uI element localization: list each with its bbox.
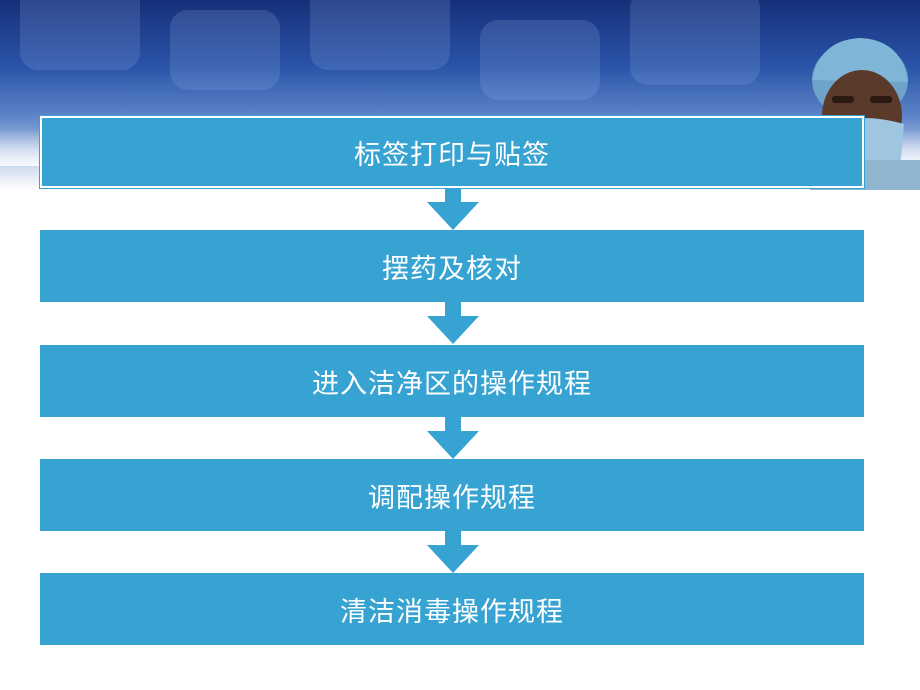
banner-tile [480, 20, 600, 100]
down-arrow-icon [427, 417, 479, 459]
flow-step-label: 调配操作规程 [368, 482, 536, 514]
flow-step-1: 标签打印与贴签 [40, 116, 864, 188]
down-arrow-icon [427, 188, 479, 230]
banner-tile [310, 0, 450, 70]
flow-step-3: 进入洁净区的操作规程 [40, 345, 864, 417]
flow-step-label: 清洁消毒操作规程 [340, 596, 564, 628]
banner-tile [630, 0, 760, 85]
flow-step-5: 清洁消毒操作规程 [40, 573, 864, 645]
banner-tile [20, 0, 140, 70]
down-arrow-icon [427, 531, 479, 573]
flow-step-4: 调配操作规程 [40, 459, 864, 531]
banner-tile [170, 10, 280, 90]
flow-step-2: 摆药及核对 [40, 230, 864, 302]
flow-step-label: 标签打印与贴签 [354, 139, 550, 171]
down-arrow-icon [427, 302, 479, 344]
flow-step-label: 进入洁净区的操作规程 [312, 368, 592, 400]
flow-step-label: 摆药及核对 [382, 253, 522, 285]
